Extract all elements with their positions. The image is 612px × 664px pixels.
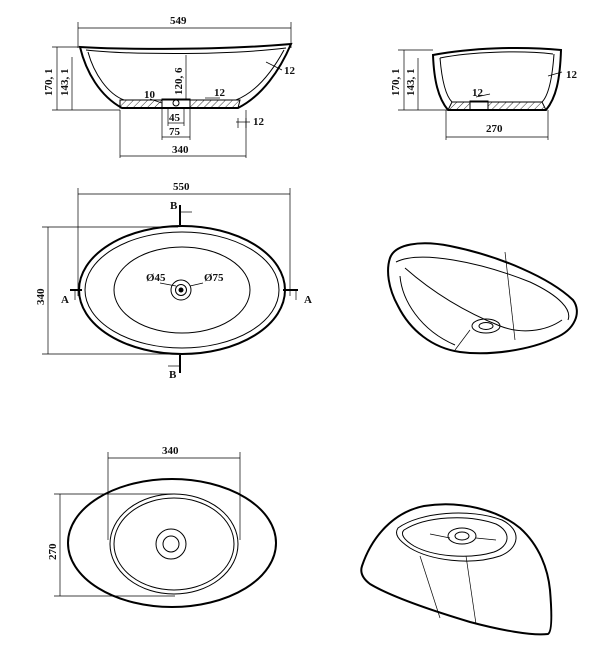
- side-view-short-section: 170, 1 143, 1 12 12 270: [390, 46, 578, 140]
- isometric-top-view: [387, 242, 578, 355]
- outer-height-label: 170, 1: [43, 69, 55, 97]
- isometric-bottom-view: [360, 503, 553, 636]
- overall-width-label: 549: [170, 15, 187, 27]
- bowl-depth-label: 120, 6: [173, 67, 185, 95]
- side-view-long-section: 549 170, 1 143, 1 120, 6 12 10 12: [43, 15, 296, 158]
- base-width-label-b: 270: [486, 123, 503, 135]
- drain-75-label: 75: [169, 126, 181, 138]
- overall-width-label-top: 550: [173, 181, 190, 193]
- base-depth-label-bottom: 270: [47, 543, 59, 560]
- inner-height-label: 143, 1: [59, 69, 71, 97]
- base-side-label: 12: [253, 116, 265, 128]
- wall-thickness-label: 12: [284, 65, 296, 77]
- overall-depth-label-top: 340: [35, 288, 47, 305]
- bottom-view: 340 270: [47, 445, 277, 608]
- section-b-top-label: B: [170, 200, 178, 212]
- section-a-right-label: A: [304, 294, 312, 306]
- section-a-left-label: A: [61, 294, 69, 306]
- outer-height-label-b: 170, 1: [390, 69, 402, 97]
- base-width-label-bottom: 340: [162, 445, 179, 457]
- drain-inner-diameter-label: Ø45: [146, 272, 166, 284]
- base-width-label: 340: [172, 144, 189, 156]
- wall-thickness-label-b: 12: [566, 69, 578, 81]
- inner-height-label-b: 143, 1: [405, 69, 417, 97]
- drain-45-label: 45: [169, 112, 181, 124]
- base-thickness-label-b: 12: [472, 87, 484, 99]
- top-view: 550 340 Ø45 Ø75 B B A A: [35, 181, 312, 381]
- base-thickness-label: 12: [214, 87, 226, 99]
- drain-outer-diameter-label: Ø75: [204, 272, 224, 284]
- drain-offset-label: 10: [144, 89, 156, 101]
- section-b-bottom-label: B: [169, 369, 177, 381]
